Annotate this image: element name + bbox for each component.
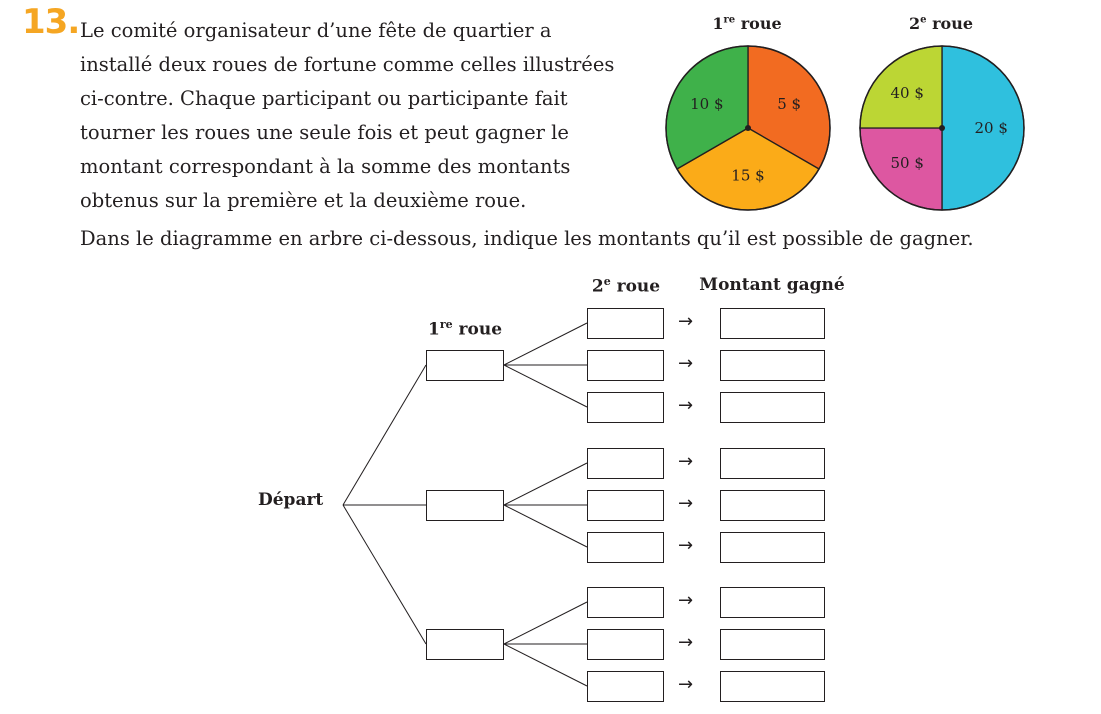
wheel-2-sector-label: 50 $ [891, 154, 924, 172]
amount-answer-box[interactable] [720, 670, 825, 702]
arrow-icon: → [678, 395, 694, 416]
wheel-2-sector-label: 40 $ [891, 84, 924, 102]
amount-answer-box[interactable] [720, 628, 825, 660]
question-number: 13. [22, 2, 80, 42]
arrow-icon: → [678, 493, 694, 514]
level2-answer-box[interactable] [587, 349, 664, 381]
level2-answer-box[interactable] [587, 670, 664, 702]
wheel-1-sector-label: 10 $ [690, 95, 723, 113]
arrow-icon: → [678, 353, 694, 374]
arrow-icon: → [678, 674, 694, 695]
wheel-1-title: 1re roue [712, 14, 782, 33]
amount-answer-box[interactable] [720, 531, 825, 563]
level2-answer-box[interactable] [587, 307, 664, 339]
arrow-icon: → [678, 632, 694, 653]
intro-line: ci-contre. Chaque participant ou partici… [80, 87, 568, 110]
tree-branch-line [503, 643, 588, 687]
wheel-2-sector-label: 20 $ [974, 119, 1007, 137]
level1-answer-box[interactable] [426, 628, 504, 660]
arrow-icon: → [678, 590, 694, 611]
tree-header-amount: Montant gagné [699, 275, 845, 295]
tree-start-label: Départ [258, 490, 324, 510]
tree-branch-line [342, 504, 427, 645]
amount-answer-box[interactable] [720, 586, 825, 618]
intro-line: installé deux roues de fortune comme cel… [80, 53, 615, 76]
amount-answer-box[interactable] [720, 391, 825, 423]
intro-line: montant correspondant à la somme des mon… [80, 155, 571, 178]
tree-branch-line [503, 601, 588, 645]
question-instruction: Dans le diagramme en arbre ci-dessous, i… [80, 227, 974, 250]
level2-answer-box[interactable] [587, 391, 664, 423]
tree-header-level1: 1re roue [427, 318, 503, 340]
level1-answer-box[interactable] [426, 489, 504, 521]
level2-answer-box[interactable] [587, 531, 664, 563]
wheel-1-outline [665, 45, 831, 211]
intro-line: obtenus sur la première et la deuxième r… [80, 189, 527, 212]
tree-branch-line [503, 322, 588, 366]
question-intro: Le comité organisateur d’une fête de qua… [80, 14, 670, 218]
tree-header-level2: 2e roue [591, 275, 661, 297]
intro-line: Le comité organisateur d’une fête de qua… [80, 19, 552, 42]
amount-answer-box[interactable] [720, 307, 825, 339]
tree-branch-line [503, 462, 588, 506]
level2-answer-box[interactable] [587, 628, 664, 660]
wheel-2-outline [859, 45, 1025, 211]
arrow-icon: → [678, 451, 694, 472]
level2-answer-box[interactable] [587, 489, 664, 521]
level2-answer-box[interactable] [587, 447, 664, 479]
amount-answer-box[interactable] [720, 349, 825, 381]
tree-branch-line [342, 364, 427, 506]
wheel-1-center-dot [745, 125, 751, 131]
wheel-2-center-dot [939, 125, 945, 131]
amount-answer-box[interactable] [720, 447, 825, 479]
amount-answer-box[interactable] [720, 489, 825, 521]
wheel-2-title: 2e roue [908, 14, 974, 33]
tree-branch-line [503, 504, 588, 548]
arrow-icon: → [678, 311, 694, 332]
arrow-icon: → [678, 535, 694, 556]
level1-answer-box[interactable] [426, 349, 504, 381]
tree-branch-line [503, 364, 588, 408]
wheel-1-sector-label: 5 $ [777, 95, 801, 113]
level2-answer-box[interactable] [587, 586, 664, 618]
wheel-1-sector-label: 15 $ [731, 167, 764, 185]
intro-line: tourner les roues une seule fois et peut… [80, 121, 569, 144]
